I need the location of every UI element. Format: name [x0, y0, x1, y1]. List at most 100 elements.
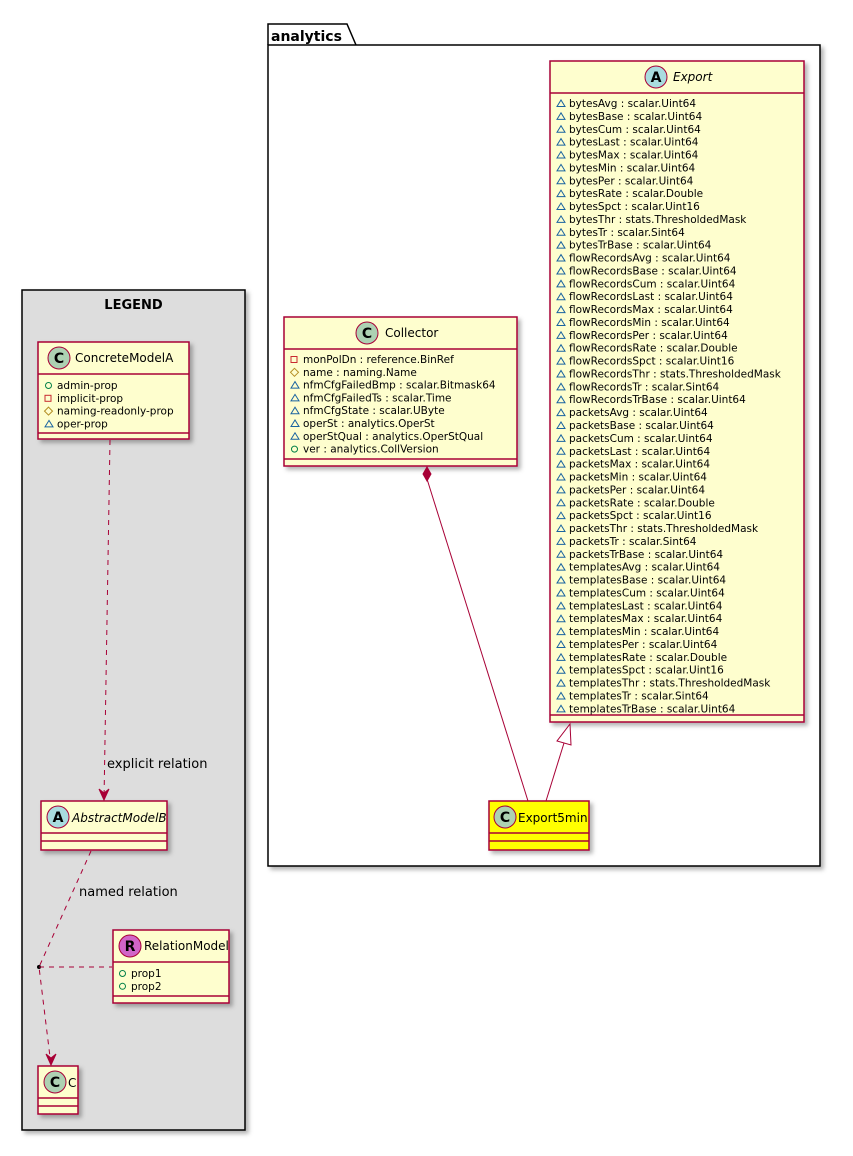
package-visibility-icon — [556, 433, 566, 442]
attribute-text: prop2 — [131, 981, 162, 993]
package-visibility-icon — [556, 691, 566, 700]
package-visibility-icon — [44, 419, 54, 428]
attribute-text: flowRecordsMin : scalar.Uint64 — [569, 317, 730, 329]
package-visibility-icon — [556, 575, 566, 584]
package-visibility-icon — [556, 446, 566, 455]
attribute-text: templatesLast : scalar.Uint64 — [569, 600, 723, 612]
class-c[interactable]: C C — [37, 1065, 79, 1115]
package-visibility-icon — [556, 485, 566, 494]
package-visibility-icon — [556, 627, 566, 636]
package-visibility-icon — [556, 472, 566, 481]
relation-badge-letter: R — [125, 939, 136, 955]
package-visibility-icon — [556, 163, 566, 172]
class-export5min[interactable]: C Export5min — [488, 800, 590, 851]
composition-diamond-icon — [422, 465, 432, 483]
package-visibility-icon — [556, 588, 566, 597]
class-collector[interactable]: C Collector monPolDn : reference.BinRefn… — [283, 316, 518, 467]
package-visibility-icon — [290, 393, 300, 402]
package-visibility-icon — [556, 253, 566, 262]
package-visibility-icon — [290, 406, 300, 415]
attribute-text: naming-readonly-prop — [57, 406, 174, 418]
package-visibility-icon — [556, 498, 566, 507]
attribute-text: implicit-prop — [57, 393, 123, 405]
class-badge-icon — [493, 805, 517, 829]
package-visibility-icon — [556, 111, 566, 120]
protected-visibility-icon — [43, 406, 54, 416]
package-visibility-icon — [556, 305, 566, 314]
attribute-text: templatesMin : scalar.Uint64 — [569, 626, 719, 638]
package-visibility-icon — [556, 421, 566, 429]
package-visibility-icon — [556, 408, 566, 417]
class-name: Export5min — [518, 811, 588, 825]
class-badge-icon — [47, 346, 71, 370]
attribute-text: templatesTr : scalar.Sint64 — [569, 690, 709, 702]
class-attributes: admin-propimplicit-propnaming-readonly-p… — [43, 380, 174, 430]
named-relation-edge — [38, 850, 92, 1066]
attribute-text: templatesAvg : scalar.Uint64 — [569, 562, 720, 574]
attribute-text: packetsLast : scalar.Uint64 — [569, 446, 710, 458]
package-visibility-icon — [556, 704, 566, 713]
class-name: AbstractModelB — [71, 811, 167, 825]
package-visibility-icon — [556, 137, 566, 146]
package-visibility-icon — [556, 176, 566, 185]
attribute-text: flowRecordsThr : stats.ThresholdedMask — [569, 368, 782, 380]
package-visibility-icon — [556, 279, 566, 288]
attribute-text: templatesPer : scalar.Uint64 — [569, 639, 718, 651]
class-badge-letter: C — [50, 1075, 60, 1091]
package-visibility-icon — [556, 318, 566, 326]
attribute-text: bytesRate : scalar.Double — [569, 188, 703, 200]
attribute-text: packetsCum : scalar.Uint64 — [569, 433, 713, 445]
package-visibility-icon — [556, 266, 566, 275]
attribute-text: oper-prop — [57, 418, 108, 430]
explicit-relation-label: explicit relation — [107, 757, 207, 772]
abstract-badge-letter: A — [53, 810, 64, 826]
attribute-text: name : naming.Name — [303, 367, 417, 379]
attribute-text: bytesLast : scalar.Uint64 — [569, 137, 699, 149]
attribute-text: templatesTrBase : scalar.Uint64 — [569, 703, 736, 715]
attribute-text: templatesRate : scalar.Double — [569, 652, 727, 664]
attribute-text: flowRecordsAvg : scalar.Uint64 — [569, 253, 731, 265]
package-visibility-icon — [556, 292, 566, 301]
attribute-text: bytesBase : scalar.Uint64 — [569, 111, 702, 123]
class-badge-icon — [355, 321, 379, 345]
public-visibility-icon — [45, 382, 52, 389]
inheritance-triangle-icon — [556, 722, 572, 746]
package-name: analytics — [271, 29, 342, 45]
class-name: Collector — [385, 326, 438, 340]
attribute-text: operSt : analytics.OperSt — [303, 418, 435, 430]
class-name: ConcreteModelA — [75, 351, 174, 365]
package-tab — [267, 23, 357, 46]
package-visibility-icon — [556, 395, 566, 404]
class-abstract-model-b[interactable]: A AbstractModelB — [40, 800, 168, 851]
attribute-text: flowRecordsLast : scalar.Uint64 — [569, 291, 733, 303]
attribute-text: monPolDn : reference.BinRef — [303, 354, 454, 366]
legend-title: LEGEND — [104, 298, 163, 313]
package-visibility-icon — [556, 369, 566, 378]
attribute-text: flowRecordsPer : scalar.Uint64 — [569, 330, 728, 342]
attribute-text: templatesMax : scalar.Uint64 — [569, 613, 723, 625]
attribute-text: nfmCfgState : scalar.UByte — [303, 405, 445, 417]
package-visibility-icon — [556, 124, 566, 133]
class-concrete-model-a[interactable]: C ConcreteModelA admin-propimplicit-prop… — [37, 341, 190, 440]
public-visibility-icon — [119, 970, 126, 977]
attribute-text: packetsThr : stats.ThresholdedMask — [569, 523, 759, 535]
protected-visibility-icon — [289, 367, 300, 378]
class-name: Export — [673, 70, 714, 84]
attribute-text: nfmCfgFailedBmp : scalar.Bitmask64 — [303, 380, 496, 392]
package-visibility-icon — [556, 601, 566, 610]
attribute-text: packetsSpct : scalar.Uint16 — [569, 510, 712, 522]
attribute-text: flowRecordsTrBase : scalar.Uint64 — [569, 394, 746, 406]
inheritance-edge — [545, 742, 565, 802]
package-visibility-icon — [556, 678, 566, 687]
package-visibility-icon — [556, 227, 566, 236]
attribute-text: admin-prop — [57, 380, 118, 392]
class-export[interactable]: A Export bytesAvg : scalar.Uint64bytesBa… — [549, 60, 805, 723]
package-visibility-icon — [556, 382, 566, 391]
abstract-badge-icon — [46, 805, 70, 829]
composition-edge — [426, 478, 529, 802]
arrowhead-icon — [45, 1053, 57, 1067]
